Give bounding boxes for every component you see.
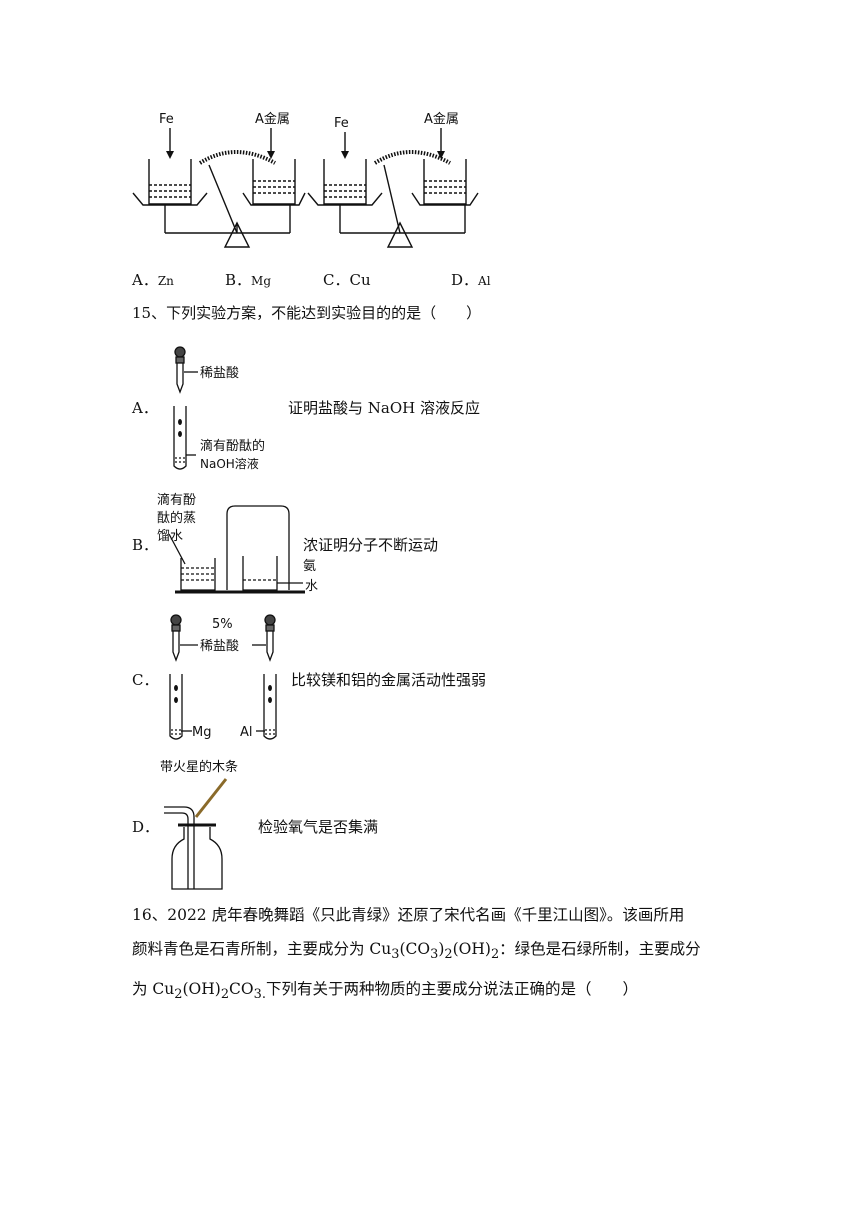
mg-label: Mg	[192, 725, 211, 740]
q16-line-1: 16、2022 虎年春晚舞蹈《只此青绿》还原了宋代名画《千里江山图》。该画所用	[132, 906, 685, 924]
balance-right: Fe A金属	[307, 111, 479, 248]
option-letter: D．	[451, 271, 479, 289]
q14-option-c[interactable]: C．Cu	[323, 270, 371, 290]
option-text: Al	[478, 274, 491, 288]
q15-option-b-diagram: 滴有酚 酞的蒸 馏水 水 氨	[157, 492, 318, 594]
q16-stem: 16、2022 虎年春晚舞蹈《只此青绿》还原了宋代名画《千里江山图》。该画所用 …	[132, 898, 732, 1012]
option-letter: C．	[323, 271, 350, 289]
q14-option-d[interactable]: D．Al	[451, 270, 491, 291]
water-label-1: 滴有酚	[157, 492, 196, 508]
q16-line-3: 为 Cu2(OH)2CO3.下列有关于两种物质的主要成分说法正确的是（ ）	[132, 980, 638, 1003]
q14-option-b[interactable]: B．Mg	[225, 270, 271, 291]
dilute-hcl-label-c: 稀盐酸	[200, 639, 239, 654]
q15-option-d-letter[interactable]: D．	[132, 818, 160, 836]
phenolphthalein-label-2: NaOH溶液	[200, 456, 259, 471]
balance-diagram: Fe A金属 Fe	[132, 111, 479, 248]
phenolphthalein-label-1: 滴有酚酞的	[200, 438, 265, 454]
ammonia-label-3: 水	[305, 579, 318, 594]
a-metal-label-left: A金属	[255, 111, 290, 127]
option-text: Cu	[349, 271, 371, 289]
ammonia-label-2: 氨	[303, 559, 316, 574]
q16-line-2: 颜料青色是石青所制，主要成分为 Cu3(CO3)2(OH)2：绿色是石绿所制，主…	[132, 940, 701, 963]
option-text: Mg	[251, 274, 271, 288]
q15-option-c-letter[interactable]: C．	[132, 671, 159, 689]
dilute-hcl-label: 稀盐酸	[200, 366, 239, 381]
q15-option-a-description: 证明盐酸与 NaOH 溶液反应	[288, 399, 480, 417]
balance-left: Fe A金属	[132, 111, 306, 248]
q15-option-a-letter[interactable]: A．	[132, 399, 158, 417]
a-metal-label-right: A金属	[424, 111, 459, 127]
q15-option-b-description: 浓证明分子不断运动	[303, 535, 438, 555]
option-letter: A．	[132, 271, 158, 289]
q15-option-c-description: 比较镁和铝的金属活动性强弱	[291, 671, 487, 689]
option-text: Zn	[157, 274, 174, 288]
option-letter: B．	[225, 271, 252, 289]
q15-stem: 15、下列实验方案，不能达到实验目的的是（ ）	[132, 304, 482, 322]
q14-option-a[interactable]: A．Zn	[132, 270, 174, 291]
q15-option-b-letter[interactable]: B．	[132, 536, 159, 554]
al-label: Al	[240, 725, 253, 740]
q15-option-c-diagram: 5% 稀盐酸 Mg Al	[169, 614, 277, 740]
concentration-label: 5%	[212, 617, 233, 632]
q15-option-d-description: 检验氧气是否集满	[258, 818, 379, 836]
q15-option-d-diagram: 带火星的木条	[160, 759, 238, 890]
fe-label-right: Fe	[334, 116, 349, 131]
water-label-2: 酞的蒸	[157, 510, 196, 526]
ammonia-label-1: 浓	[303, 536, 319, 554]
q15-option-a-diagram: 稀盐酸 滴有酚酞的 NaOH溶液	[173, 346, 265, 471]
glowing-splint-label: 带火星的木条	[160, 759, 238, 775]
q15-option-b-description-text: 证明分子不断运动	[318, 536, 439, 554]
fe-label-left: Fe	[159, 112, 174, 127]
